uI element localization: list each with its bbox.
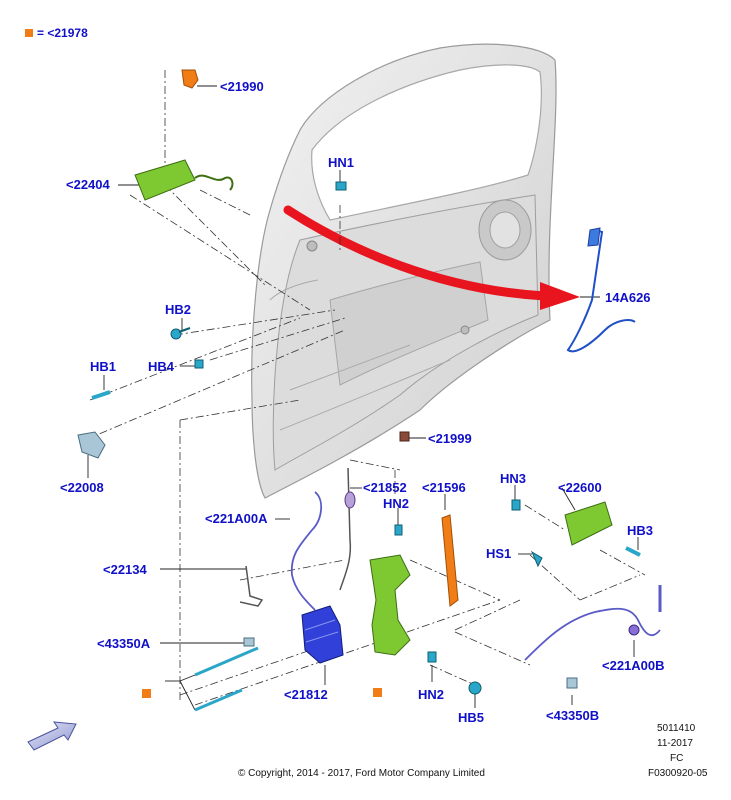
part-green-bracket — [369, 554, 411, 656]
part-hs1 — [530, 550, 543, 568]
label-43350a: <43350A — [97, 636, 151, 651]
part-hn2-bottom — [427, 651, 437, 663]
legend-eq: = — [37, 26, 45, 40]
label-14a626: 14A626 — [605, 290, 651, 305]
footer-ref: F0300920-05 — [648, 768, 708, 779]
label-21999: <21999 — [428, 431, 472, 446]
copyright-text: © Copyright, 2014 - 2017, Ford Motor Com… — [238, 768, 485, 779]
part-21596 — [441, 514, 459, 607]
footer-date: 11-2017 — [657, 738, 693, 749]
label-21812: <21812 — [284, 687, 328, 702]
part-43350b — [566, 677, 578, 689]
part-21812 — [301, 605, 344, 664]
part-hb4 — [194, 359, 204, 369]
label-hb1: HB1 — [90, 359, 117, 374]
callout-lines — [87, 85, 639, 711]
orange-studs — [194, 646, 259, 712]
footer-fc: FC — [670, 753, 684, 764]
part-hn1 — [335, 181, 347, 191]
label-hs1: HS1 — [486, 546, 512, 561]
part-hn2-top — [394, 524, 403, 536]
part-21852 — [339, 467, 356, 591]
label-221a00b: <221A00B — [602, 658, 665, 673]
label-22404: <22404 — [66, 177, 110, 192]
label-22008: <22008 — [60, 480, 104, 495]
part-21999 — [399, 431, 410, 442]
label-hn1: HN1 — [328, 155, 355, 170]
part-22600 — [564, 501, 613, 546]
label-hb4: HB4 — [148, 359, 175, 374]
part-22134 — [239, 565, 264, 607]
label-hb2: HB2 — [165, 302, 192, 317]
label-21990: <21990 — [220, 79, 264, 94]
part-22404 — [134, 159, 234, 201]
leader-lines — [84, 70, 646, 706]
footer-code: 5011410 — [657, 723, 696, 734]
label-hn2-bottom: HN2 — [418, 687, 445, 702]
label-22600: <22600 — [558, 480, 602, 495]
red-indicator-arrow — [283, 205, 580, 310]
part-221a00a — [290, 491, 322, 611]
label-43350b: <43350B — [546, 708, 600, 723]
label-hb3: HB3 — [627, 523, 654, 538]
legend-symbol-label: <21978 — [47, 26, 88, 40]
part-hb1 — [91, 390, 111, 400]
part-hn3 — [511, 499, 521, 511]
orange-marker-bracket — [373, 688, 382, 697]
part-hb3 — [625, 546, 641, 557]
label-221a00a: <221A00A — [205, 511, 268, 526]
orange-marker-studs — [142, 689, 151, 698]
legend-text: = <21978 — [37, 26, 88, 40]
label-hn2-top: HN2 — [383, 496, 410, 511]
part-14a626 — [566, 227, 636, 353]
view-direction-arrow — [27, 721, 77, 751]
label-hn3: HN3 — [500, 471, 527, 486]
part-221a00b — [524, 585, 662, 661]
part-hb2 — [170, 327, 191, 340]
label-hb5: HB5 — [458, 710, 485, 725]
part-21990 — [181, 69, 199, 89]
part-hb5 — [468, 681, 482, 695]
part-22008 — [77, 431, 106, 459]
label-21596: <21596 — [422, 480, 466, 495]
label-22134: <22134 — [103, 562, 147, 577]
legend-color-swatch — [25, 29, 33, 37]
part-43350a — [243, 637, 255, 647]
label-21852: <21852 — [363, 480, 407, 495]
